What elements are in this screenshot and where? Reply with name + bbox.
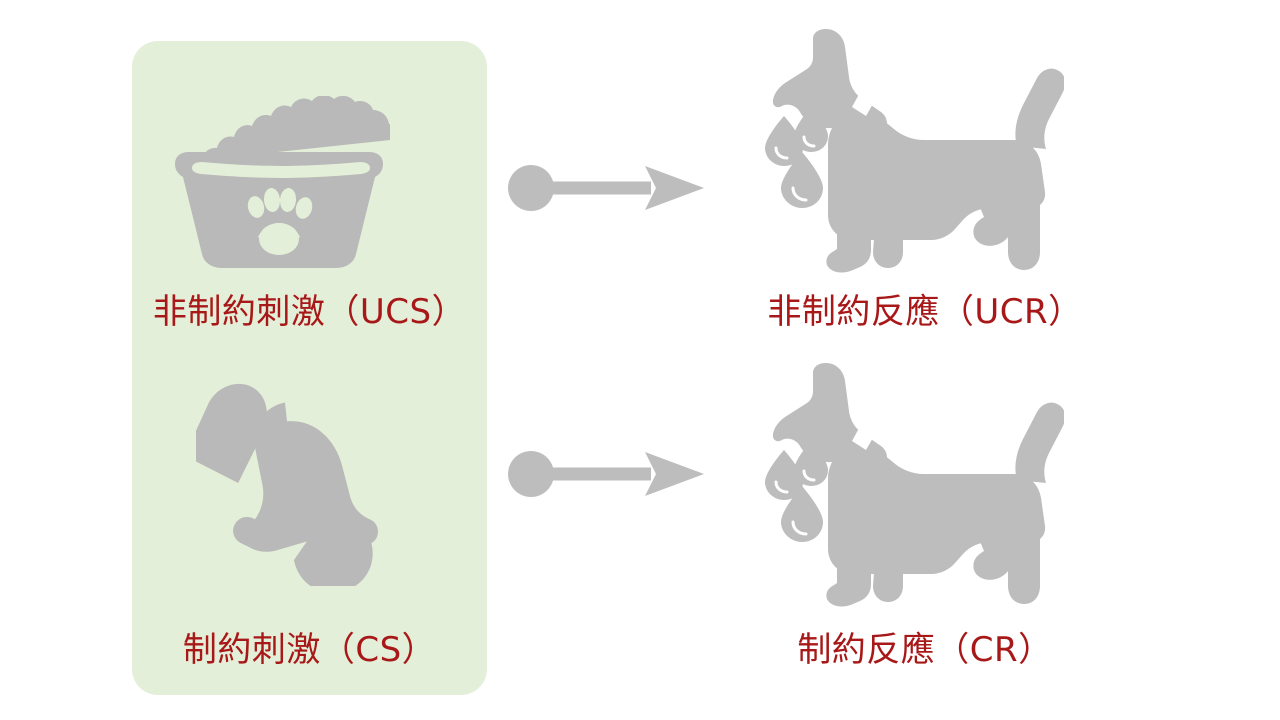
- label-cs: 制約刺激（CS）: [182, 630, 437, 670]
- hand-bell-icon: [196, 378, 392, 586]
- arrow-right-with-dot-icon: [508, 451, 704, 497]
- label-cr: 制約反應（CR）: [797, 630, 1053, 670]
- salivating-dog-icon: [764, 28, 1064, 280]
- label-ucs: 非制約刺激（UCS）: [152, 292, 467, 332]
- salivating-dog-icon: [764, 362, 1064, 614]
- stimulus-highlight-panel: [132, 41, 487, 695]
- arrow-right-with-dot-icon: [508, 165, 704, 211]
- dog-food-bowl-icon: [168, 96, 390, 268]
- label-ucr: 非制約反應（UCR）: [767, 292, 1083, 332]
